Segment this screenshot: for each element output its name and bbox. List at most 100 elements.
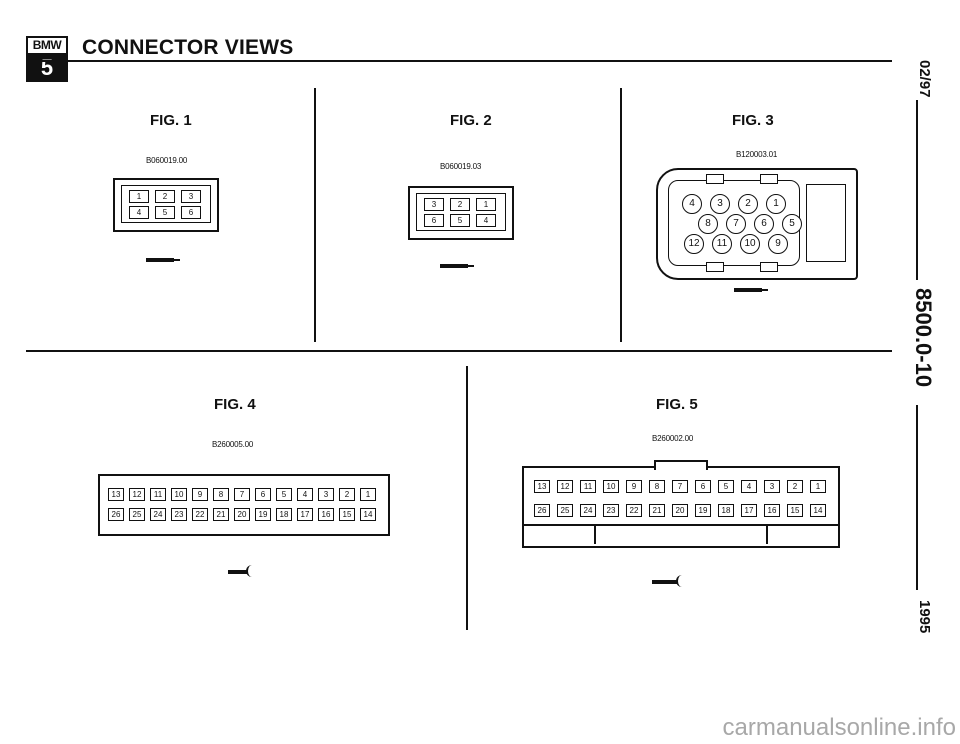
fig5-pin: 12	[557, 480, 573, 493]
fig5-pin: 15	[787, 504, 803, 517]
fig4-pin: 12	[129, 488, 145, 501]
fig1-key-symbol	[146, 258, 174, 262]
fig4-pin: 20	[234, 508, 250, 521]
fig2-connector: 3 2 1 6 5 4	[408, 186, 514, 240]
fig5-pin: 23	[603, 504, 619, 517]
fig2-pin: 1	[476, 198, 496, 211]
fig4-pin: 13	[108, 488, 124, 501]
fig5-pin: 6	[695, 480, 711, 493]
fig5-pin: 18	[718, 504, 734, 517]
fig2-pin: 3	[424, 198, 444, 211]
fig4-connector: 13 12 11 10 9 8 7 6 5 4 3 2 1 26 25 24 2…	[98, 474, 390, 536]
fig1-pin: 6	[181, 206, 201, 219]
fig4-pin: 18	[276, 508, 292, 521]
fig3-key-tail	[762, 289, 768, 291]
date-label: 02/97	[916, 60, 933, 98]
fig4-pin: 10	[171, 488, 187, 501]
fig4-pin: 15	[339, 508, 355, 521]
fig3-pin: 4	[682, 194, 702, 214]
fig1-code: B060019.00	[146, 156, 188, 165]
logo-brand-text: BMW	[28, 38, 66, 55]
fig2-pin: 4	[476, 214, 496, 227]
fig1-connector: 1 2 3 4 5 6	[113, 178, 219, 232]
fig2-code: B060019.03	[440, 162, 482, 171]
fig5-pin: 14	[810, 504, 826, 517]
fig4-pin: 26	[108, 508, 124, 521]
fig3-pin: 5	[782, 214, 802, 234]
fig5-pin: 2	[787, 480, 803, 493]
fig5-label: FIG. 5	[656, 396, 698, 413]
fig4-key-hook	[246, 565, 253, 577]
fig4-key-symbol	[228, 570, 248, 574]
fig5-pin: 9	[626, 480, 642, 493]
fig5-pin: 16	[764, 504, 780, 517]
fig3-pin: 8	[698, 214, 718, 234]
fig5-pin: 8	[649, 480, 665, 493]
fig3-label: FIG. 3	[732, 112, 774, 129]
fig3-pin: 12	[684, 234, 704, 254]
fig4-pin: 16	[318, 508, 334, 521]
fig2-pin: 5	[450, 214, 470, 227]
fig1-pin: 3	[181, 190, 201, 203]
fig4-pin: 17	[297, 508, 313, 521]
fig5-pin: 20	[672, 504, 688, 517]
fig3-pin: 11	[712, 234, 732, 254]
fig3-code: B120003.01	[736, 150, 778, 159]
fig4-pin: 14	[360, 508, 376, 521]
fig4-pin: 9	[192, 488, 208, 501]
fig5-pin: 13	[534, 480, 550, 493]
fig5-pin: 1	[810, 480, 826, 493]
fig4-pin: 5	[276, 488, 292, 501]
fig4-pin: 11	[150, 488, 166, 501]
fig5-pin: 17	[741, 504, 757, 517]
fig3-pin: 3	[710, 194, 730, 214]
fig5-pin: 25	[557, 504, 573, 517]
side-rule-bottom	[916, 405, 918, 590]
fig1-key-tail	[174, 259, 180, 261]
fig4-pin: 25	[129, 508, 145, 521]
fig4-pin: 7	[234, 488, 250, 501]
side-rule-top	[916, 100, 918, 280]
fig1-pin: 4	[129, 206, 149, 219]
fig3-pin: 10	[740, 234, 760, 254]
fig3-pin: 9	[768, 234, 788, 254]
fig4-pin: 19	[255, 508, 271, 521]
fig4-pin: 2	[339, 488, 355, 501]
fig1-pin: 5	[155, 206, 175, 219]
fig3-connector: 4 3 2 1 8 7 6 5 12 11 10 9	[656, 168, 858, 280]
fig5-pin: 22	[626, 504, 642, 517]
divider-fig4-fig5	[466, 366, 468, 630]
fig3-key-symbol	[734, 288, 762, 292]
fig2-pin: 2	[450, 198, 470, 211]
fig5-pin: 10	[603, 480, 619, 493]
divider-fig1-fig2	[314, 88, 316, 342]
fig2-key-symbol	[440, 264, 468, 268]
middle-rule	[26, 350, 892, 352]
fig4-pin: 6	[255, 488, 271, 501]
fig2-pin: 6	[424, 214, 444, 227]
fig5-pin: 4	[741, 480, 757, 493]
logo-series-number: 5	[28, 55, 66, 80]
fig5-connector: 13 12 11 10 9 8 7 6 5 4 3 2 1 26 25 24 2…	[522, 460, 840, 548]
fig1-label: FIG. 1	[150, 112, 192, 129]
fig5-pin: 7	[672, 480, 688, 493]
fig4-code: B260005.00	[212, 440, 254, 449]
fig4-pin: 1	[360, 488, 376, 501]
page-number: 8500.0-10	[911, 288, 936, 388]
fig5-pin: 21	[649, 504, 665, 517]
year-label: 1995	[916, 600, 933, 634]
fig4-pin: 22	[192, 508, 208, 521]
fig1-pin: 1	[129, 190, 149, 203]
fig2-label: FIG. 2	[450, 112, 492, 129]
watermark: carmanualsonline.info	[722, 714, 956, 741]
page-title: CONNECTOR VIEWS	[82, 36, 294, 59]
fig5-pin: 3	[764, 480, 780, 493]
header-rule	[26, 60, 892, 62]
fig2-key-tail	[468, 265, 474, 267]
fig3-pin: 7	[726, 214, 746, 234]
divider-fig2-fig3	[620, 88, 622, 342]
fig3-pin: 6	[754, 214, 774, 234]
fig4-pin: 8	[213, 488, 229, 501]
fig4-pin: 23	[171, 508, 187, 521]
fig5-code: B260002.00	[652, 434, 694, 443]
